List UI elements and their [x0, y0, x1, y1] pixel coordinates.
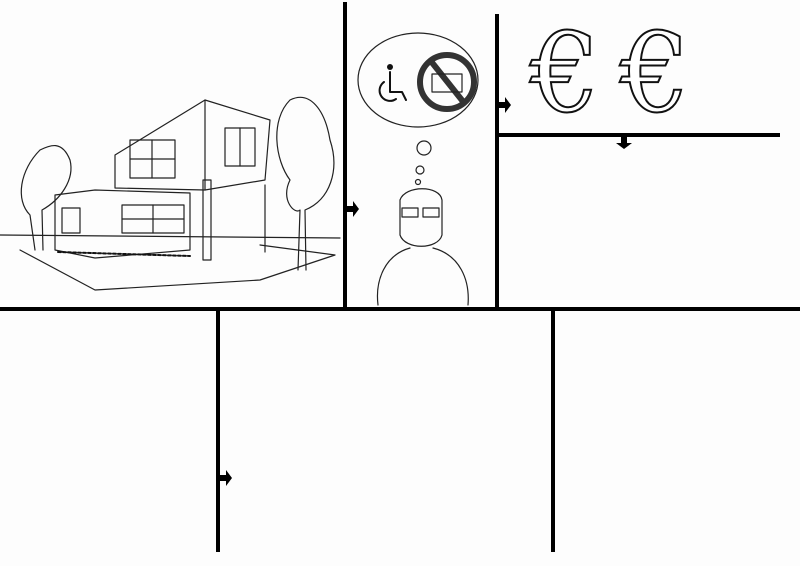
panel-house-two-storey — [0, 96, 341, 291]
panel-borders — [0, 2, 800, 552]
arrow-right-icon — [218, 470, 232, 486]
euro-sign-icon: € — [529, 9, 601, 137]
wheelchair-icon — [378, 64, 407, 102]
panel-man-thinking — [357, 32, 479, 306]
arrow-right-icon — [497, 97, 511, 113]
arrow-down-icon — [616, 135, 632, 149]
arrow-right-icon — [345, 201, 359, 217]
euro-sign-icon: € — [619, 9, 691, 137]
arrow-icons — [218, 97, 632, 486]
no-money-icon — [417, 52, 477, 112]
